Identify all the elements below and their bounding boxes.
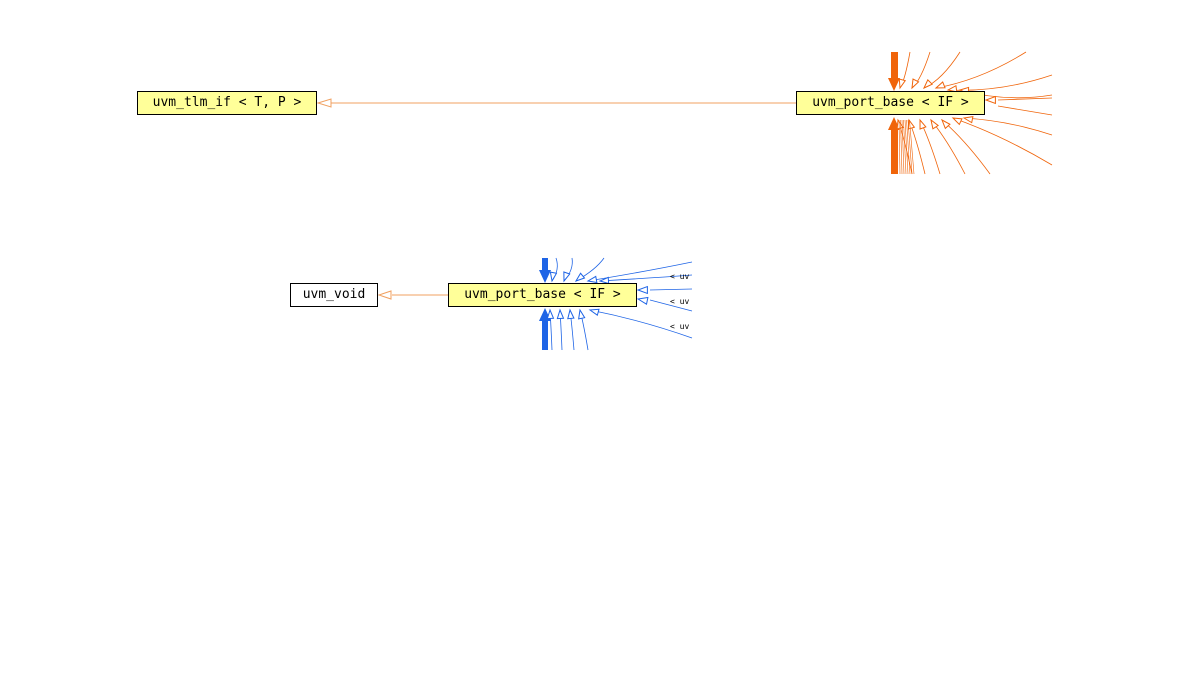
edge-port-base-to-tlm-if	[316, 98, 796, 108]
node-uvm-void[interactable]: uvm_void	[290, 283, 378, 307]
derived-classes-fan-orange	[888, 51, 1053, 175]
truncated-node-label[interactable]: < uv	[670, 322, 690, 331]
node-uvm-port-base-bottom[interactable]: uvm_port_base < IF >	[448, 283, 637, 307]
truncated-node-label[interactable]: < uv	[670, 272, 690, 281]
edge-port-base-to-uvm-void	[377, 290, 448, 300]
node-uvm-port-base-top[interactable]: uvm_port_base < IF >	[796, 91, 985, 115]
node-uvm-tlm-if[interactable]: uvm_tlm_if < T, P >	[137, 91, 317, 115]
truncated-node-label[interactable]: < uv	[670, 297, 690, 306]
derived-classes-fan-blue	[539, 257, 693, 351]
